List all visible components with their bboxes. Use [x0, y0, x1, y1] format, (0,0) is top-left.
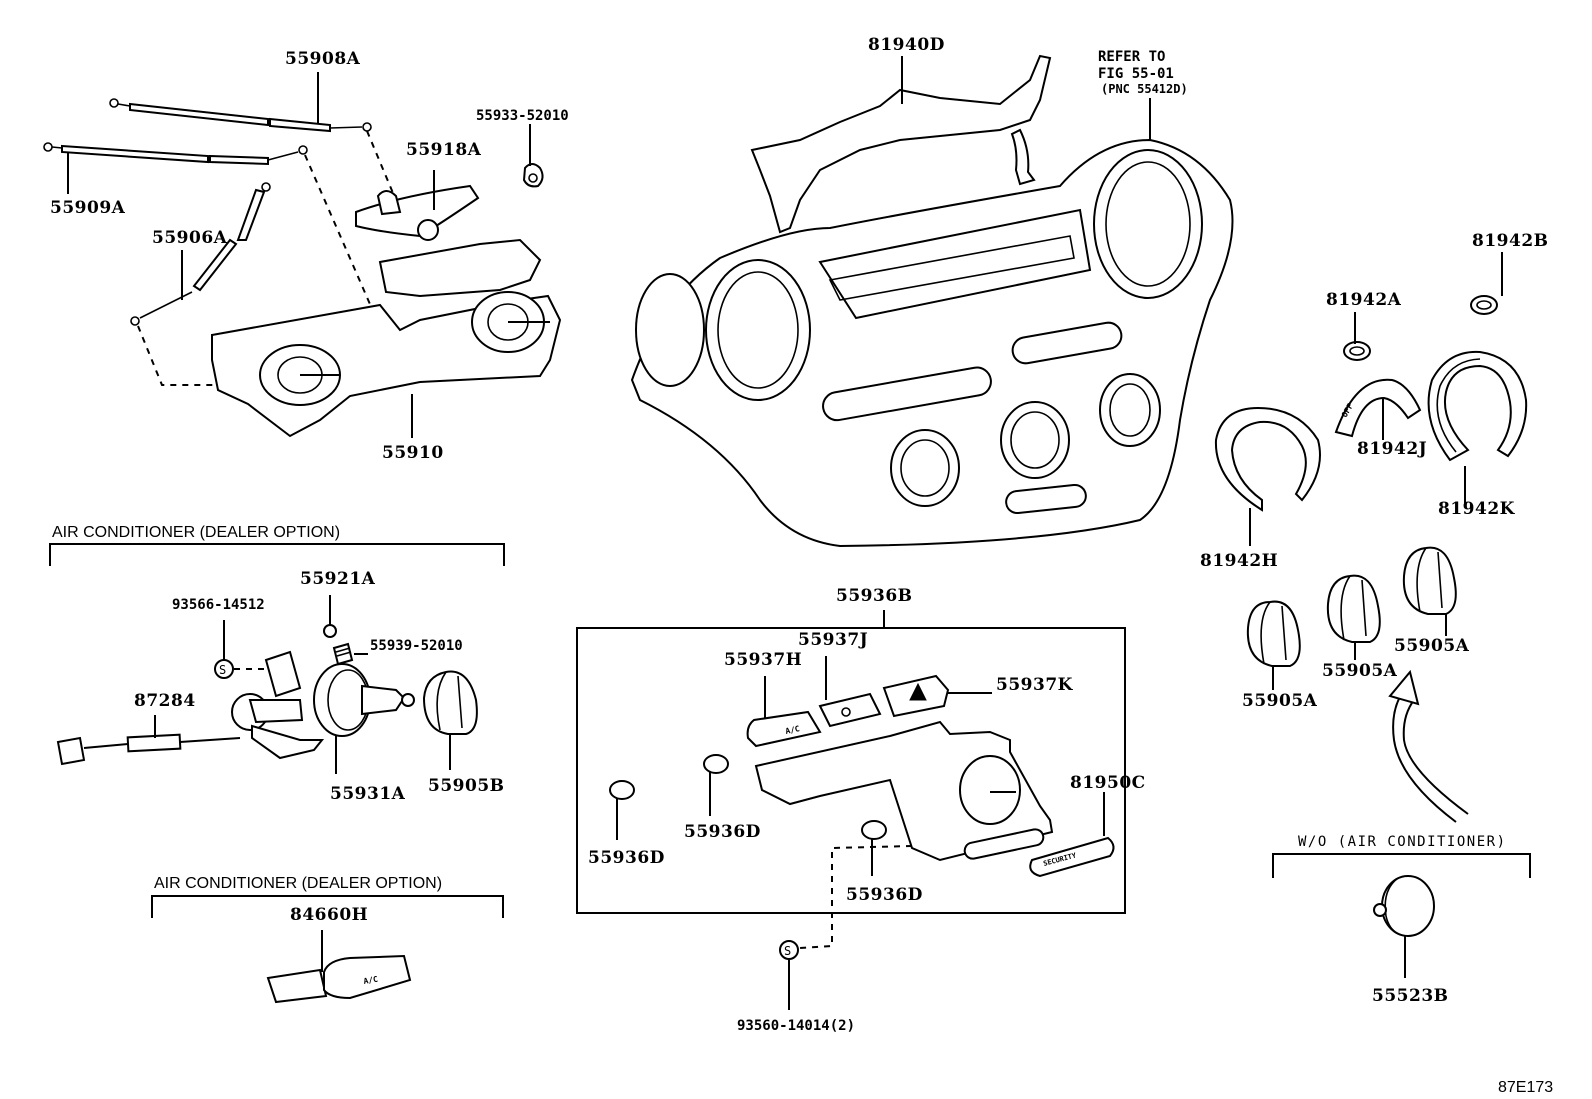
- cluster-finish-panel[interactable]: [630, 138, 1234, 548]
- knob-emblem-81942B[interactable]: [1470, 295, 1498, 315]
- label-81950C: 81950C: [1070, 773, 1146, 793]
- label-55918A: 55918A: [406, 140, 482, 160]
- label-81942J: 81942J: [1357, 439, 1427, 459]
- dash-line: [137, 325, 220, 386]
- assembly-box-55936B: [576, 627, 1126, 914]
- bracket-control-panel[interactable]: [754, 720, 1054, 862]
- group-title-ac-dealer-option-1: AIR CONDITIONER (DEALER OPTION): [52, 524, 340, 541]
- ac-switch-84660H[interactable]: A/C: [266, 954, 412, 1004]
- scale-ring-81942J[interactable]: OFF: [1334, 378, 1422, 438]
- clip-55933[interactable]: [522, 163, 544, 188]
- label-81942H: 81942H: [1200, 551, 1278, 571]
- group-bracket-ac-dealer-option-2: [151, 895, 504, 918]
- label-55939: 55939-52010: [370, 638, 463, 654]
- label-55523B: 55523B: [1372, 986, 1449, 1006]
- ac-marking: A/C: [785, 724, 801, 736]
- knob-55905A-2[interactable]: [1326, 574, 1381, 643]
- knob-55905A-3[interactable]: [1402, 546, 1457, 615]
- lever-55918A[interactable]: [355, 184, 480, 241]
- label-55905B: 55905B: [428, 776, 505, 796]
- figure-id: 87E173: [1498, 1079, 1553, 1096]
- refer-note-line-1: REFER TO: [1098, 49, 1165, 65]
- knob-55905A-1[interactable]: [1246, 600, 1301, 667]
- blower-switch-55931A[interactable]: [313, 663, 415, 737]
- ac-marking: A/C: [363, 975, 379, 986]
- label-55937K: 55937K: [996, 675, 1074, 695]
- ac-button-55937H[interactable]: A/C: [746, 710, 822, 748]
- label-55910: 55910: [382, 443, 444, 463]
- ball-55921A[interactable]: [323, 624, 337, 638]
- bulb-55936D-3[interactable]: [861, 820, 887, 840]
- label-81940D: 81940D: [868, 35, 945, 55]
- label-81942K: 81942K: [1438, 499, 1516, 519]
- screw-symbol: S: [784, 944, 791, 958]
- bulb-55936D-2[interactable]: [703, 754, 729, 774]
- group-bracket-ac-dealer-option-1: [49, 543, 505, 566]
- label-87284: 87284: [134, 691, 196, 711]
- dash-line: [304, 154, 377, 319]
- group-title-ac-dealer-option-2: AIR CONDITIONER (DEALER OPTION): [154, 875, 442, 892]
- cap-55523B[interactable]: [1373, 875, 1435, 937]
- label-55909A: 55909A: [50, 198, 126, 218]
- label-55933: 55933-52010: [476, 108, 569, 124]
- label-93566: 93566-14512: [172, 597, 265, 613]
- label-81942B: 81942B: [1472, 231, 1549, 251]
- dash-line: [366, 130, 399, 206]
- label-55905A-1: 55905A: [1242, 691, 1318, 711]
- label-93560: 93560-14014(2): [737, 1018, 855, 1034]
- switch-87284[interactable]: [56, 650, 325, 766]
- cable-55908A[interactable]: [109, 98, 372, 133]
- scale-ring-81942H[interactable]: [1214, 406, 1321, 512]
- screw-93566[interactable]: S: [214, 659, 234, 679]
- spring-55939[interactable]: [332, 642, 354, 666]
- knob-55905B[interactable]: [422, 670, 478, 735]
- group-bracket-without-ac: [1272, 853, 1531, 878]
- scale-ring-81942K[interactable]: [1427, 350, 1528, 462]
- label-84660H: 84660H: [290, 905, 368, 925]
- heater-control-55910[interactable]: [211, 238, 562, 438]
- label-55936B: 55936B: [836, 586, 913, 606]
- knob-emblem-81942A[interactable]: [1343, 341, 1371, 361]
- label-55936D-1: 55936D: [588, 848, 665, 868]
- label-55921A: 55921A: [300, 569, 376, 589]
- cable-55906A[interactable]: [130, 182, 271, 326]
- refer-note-line-3: (PNC 55412D): [1101, 82, 1188, 96]
- label-55936D-3: 55936D: [846, 885, 923, 905]
- screw-symbol: S: [219, 663, 226, 677]
- screw-93560[interactable]: S: [779, 940, 799, 960]
- refer-note-line-2: FIG 55-01: [1098, 66, 1174, 82]
- label-55931A: 55931A: [330, 784, 406, 804]
- label-55937J: 55937J: [798, 630, 868, 650]
- replacement-arrow: [1388, 669, 1469, 823]
- label-55937H: 55937H: [724, 650, 802, 670]
- label-81942A: 81942A: [1326, 290, 1402, 310]
- label-55906A: 55906A: [152, 228, 228, 248]
- security-indicator-81950C[interactable]: SECURITY: [1029, 836, 1115, 878]
- group-title-without-ac: W/O (AIR CONDITIONER): [1298, 834, 1507, 850]
- label-55936D-2: 55936D: [684, 822, 761, 842]
- defrost-button-55937J[interactable]: [818, 692, 882, 728]
- label-55908A: 55908A: [285, 49, 361, 69]
- dash-line: [799, 845, 913, 949]
- bulb-55936D-1[interactable]: [609, 780, 635, 800]
- label-55905A-2: 55905A: [1322, 661, 1398, 681]
- hazard-button-55937K[interactable]: [882, 674, 950, 718]
- cable-55909A[interactable]: [43, 142, 308, 166]
- label-55905A-3: 55905A: [1394, 636, 1470, 656]
